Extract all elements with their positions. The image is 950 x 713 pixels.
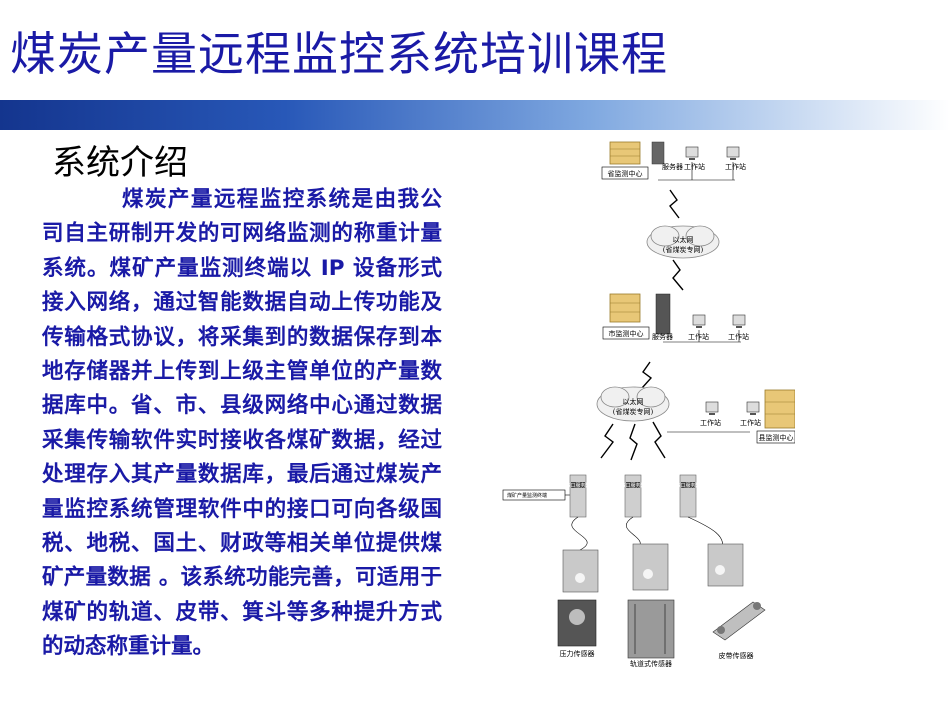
province-server-icon <box>651 141 665 165</box>
county-workstation-1-label: 工作站 <box>700 418 721 427</box>
mine-link-3-icon <box>652 421 666 459</box>
county-center-label: 县监测中心 <box>759 433 794 442</box>
serial-server-1-label: 串口服务器 <box>565 482 590 489</box>
serial-server-1-icon <box>569 474 587 518</box>
rail-sensor-icon <box>627 599 675 659</box>
county-building-icon <box>764 389 795 429</box>
serial-server-3-icon <box>679 474 697 518</box>
pressure-sensor-icon <box>557 599 597 647</box>
instrument-1-icon <box>562 549 599 593</box>
serial-server-3-label: 串口服务器 <box>675 482 700 489</box>
mine-link-2-icon <box>629 423 638 461</box>
system-architecture-diagram: 省监测中心 服务器 工作站 工作站 以太网 (省煤炭专网) 市监测中心 服务器 … <box>502 141 795 668</box>
city-link-icon <box>672 259 684 291</box>
ethernet-2-sublabel: (省煤炭专网) <box>613 407 654 416</box>
city-center-box <box>602 326 650 340</box>
province-building-icon <box>609 141 641 165</box>
city-server-icon <box>655 293 671 335</box>
ethernet-1-sublabel: (省煤炭专网) <box>663 245 704 254</box>
ethernet-cloud-1-icon <box>646 225 720 259</box>
serial-server-2-label: 串口服务器 <box>620 482 645 489</box>
rail-sensor-label: 轨道式传感器 <box>630 659 672 668</box>
ethernet-cloud-2-icon <box>596 386 670 422</box>
instrument-2-icon <box>632 543 669 591</box>
section-heading: 系统介绍 <box>52 143 188 183</box>
county-workstation-1-icon <box>705 401 719 415</box>
province-workstation-2-label: 工作站 <box>725 162 746 171</box>
city-workstation-1-label: 工作站 <box>688 332 709 341</box>
province-center-box <box>601 166 649 180</box>
county-workstation-2-icon <box>746 401 760 415</box>
province-server-label: 服务器 <box>662 162 683 171</box>
intro-paragraph: 煤炭产量远程监控系统是由我公司自主研制开发的可网络监测的称重计量系统。煤矿产量监… <box>42 187 442 660</box>
city-workstation-2-icon <box>732 314 746 328</box>
pressure-sensor-label: 压力传感器 <box>560 649 595 658</box>
belt-sensor-icon <box>712 601 766 641</box>
mine-terminal-label: 煤矿产量监测终端 <box>507 492 547 499</box>
province-link-icon <box>669 189 680 219</box>
slide-title: 煤炭产量远程监控系统培训课程 <box>10 27 668 81</box>
title-band <box>0 100 950 130</box>
county-workstation-2-label: 工作站 <box>740 418 761 427</box>
province-workstation-2-icon <box>726 146 740 160</box>
city-building-icon <box>609 293 641 323</box>
province-workstation-1-icon <box>685 146 699 160</box>
county-center-box <box>756 430 795 444</box>
belt-sensor-label: 皮带传感器 <box>719 651 754 660</box>
province-workstation-1-label: 工作站 <box>684 162 705 171</box>
city-workstation-1-icon <box>692 314 706 328</box>
city-workstation-2-label: 工作站 <box>728 332 749 341</box>
province-center-label: 省监测中心 <box>608 169 643 178</box>
city-server-label: 服务器 <box>652 332 673 341</box>
serial-server-2-icon <box>624 474 642 518</box>
instrument-3-icon <box>707 543 744 587</box>
city-center-label: 市监测中心 <box>609 329 644 338</box>
ethernet-1-label: 以太网 <box>673 235 694 244</box>
mine-link-1-icon <box>600 423 614 459</box>
ethernet-2-label: 以太网 <box>623 397 644 406</box>
county-link-icon <box>641 361 653 389</box>
